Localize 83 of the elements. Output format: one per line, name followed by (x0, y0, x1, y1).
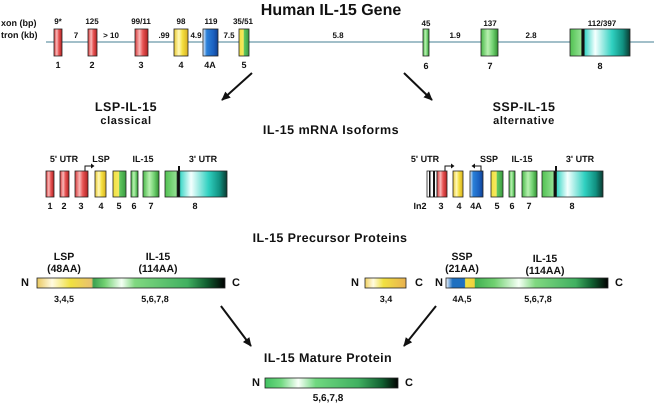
exon-number: 4A (470, 202, 482, 212)
peptide-label: IL-15 (114AA) (524, 254, 566, 278)
exon-origin-label: 5,6,7,8 (524, 295, 552, 305)
exon-number: 3 (438, 202, 444, 212)
intron-size-label: 5.8 (332, 32, 344, 41)
intron-size-label: > 10 (103, 32, 119, 41)
arrow (220, 305, 252, 347)
exon-number: 6 (424, 62, 428, 72)
row-label: xon (bp) (1, 19, 36, 29)
exon-number: 2 (90, 61, 94, 71)
intron-size-label: 7.5 (223, 32, 235, 41)
exon-size-label: 35/51 (232, 18, 254, 27)
region-label: 5' UTR (50, 155, 78, 165)
terminus-label: N (435, 277, 443, 290)
isoform-name: SSP-IL-15 (492, 101, 556, 115)
exon-number: 4A (204, 61, 216, 71)
region-label: IL-15 (132, 155, 154, 165)
region-label: IL-15 (512, 155, 532, 165)
exon-number: 7 (526, 202, 532, 212)
gene-title: Human IL-15 Gene (260, 2, 402, 20)
exon-number: 8 (570, 202, 574, 212)
terminus-label: C (232, 277, 240, 290)
peptide-label: LSP (48AA) (46, 252, 82, 276)
protein-bar (365, 278, 406, 288)
exon-size-label: 125 (85, 18, 99, 27)
exon-size-label: 98 (176, 18, 186, 27)
exon-number: 7 (488, 62, 492, 72)
exon-number: 1 (56, 61, 60, 71)
exon-size-label: 45 (422, 20, 430, 29)
region-label: SSP (480, 155, 498, 165)
row-label: tron (kb) (1, 31, 38, 41)
terminus-label: N (351, 277, 359, 290)
region-label: LSP (92, 155, 110, 165)
region-label: 3' UTR (566, 155, 594, 165)
exon-number: 3 (78, 202, 84, 212)
peptide-label: IL-15 (114AA) (137, 252, 179, 276)
region-label: 5' UTR (410, 155, 440, 165)
terminus-label: C (415, 277, 423, 290)
intron-size-label: .99 (158, 32, 170, 41)
isoform-name: LSP-IL-15 (94, 101, 158, 115)
exon-number: 5 (494, 202, 500, 212)
isoform-subtitle: classical (100, 115, 152, 128)
exon-size-label: 99/11 (131, 18, 151, 27)
section-heading: IL-15 Mature Protein (264, 352, 392, 366)
terminus-label: N (21, 277, 29, 290)
intron-size-label: 1.9 (449, 32, 461, 41)
exon-number: 4 (456, 202, 462, 212)
exon-number: 3 (138, 61, 144, 71)
exon-number: 6 (510, 202, 514, 212)
exon-number: 2 (62, 202, 66, 212)
exon-number: 7 (148, 202, 154, 212)
region-label: 3' UTR (188, 155, 218, 165)
exon-number: 5 (116, 202, 122, 212)
exon-origin-label: 3,4 (380, 295, 392, 305)
exon-origin-label: 3,4,5 (54, 295, 74, 305)
terminus-label: N (252, 377, 260, 390)
exon-number: 1 (48, 202, 52, 212)
exon-size-label: 119 (204, 18, 218, 27)
exon-origin-label: 5,6,7,8 (312, 393, 344, 404)
arrow (221, 72, 253, 101)
isoform-subtitle: alternative (493, 115, 555, 128)
terminus-label: C (615, 277, 623, 290)
exon-size-label: 112/397 (588, 20, 616, 29)
exon-number: 5 (242, 61, 246, 71)
exon-origin-label: 5,6,7,8 (141, 295, 169, 305)
section-heading: IL-15 mRNA Isoforms (262, 124, 400, 138)
exon-size-label: 137 (483, 20, 497, 29)
exon-number: 8 (598, 62, 602, 72)
exon-number: 4 (98, 202, 104, 212)
section-heading: IL-15 Precursor Proteins (252, 232, 408, 246)
arrow (403, 305, 437, 347)
exon-number: 4 (178, 61, 184, 71)
exon-origin-label: 4A,5 (452, 295, 472, 305)
exon-size-label: 9* (54, 18, 62, 27)
exon-number: 6 (132, 202, 136, 212)
intron-size-label: 7 (74, 32, 78, 41)
intron-size-label: 2.8 (525, 32, 537, 41)
exon-number: In2 (414, 202, 426, 212)
arrow (403, 72, 433, 101)
terminus-label: C (405, 377, 413, 390)
exon-number: 8 (192, 202, 198, 212)
peptide-label: SSP (21AA) (444, 252, 480, 276)
intron-size-label: 4.9 (190, 32, 202, 41)
